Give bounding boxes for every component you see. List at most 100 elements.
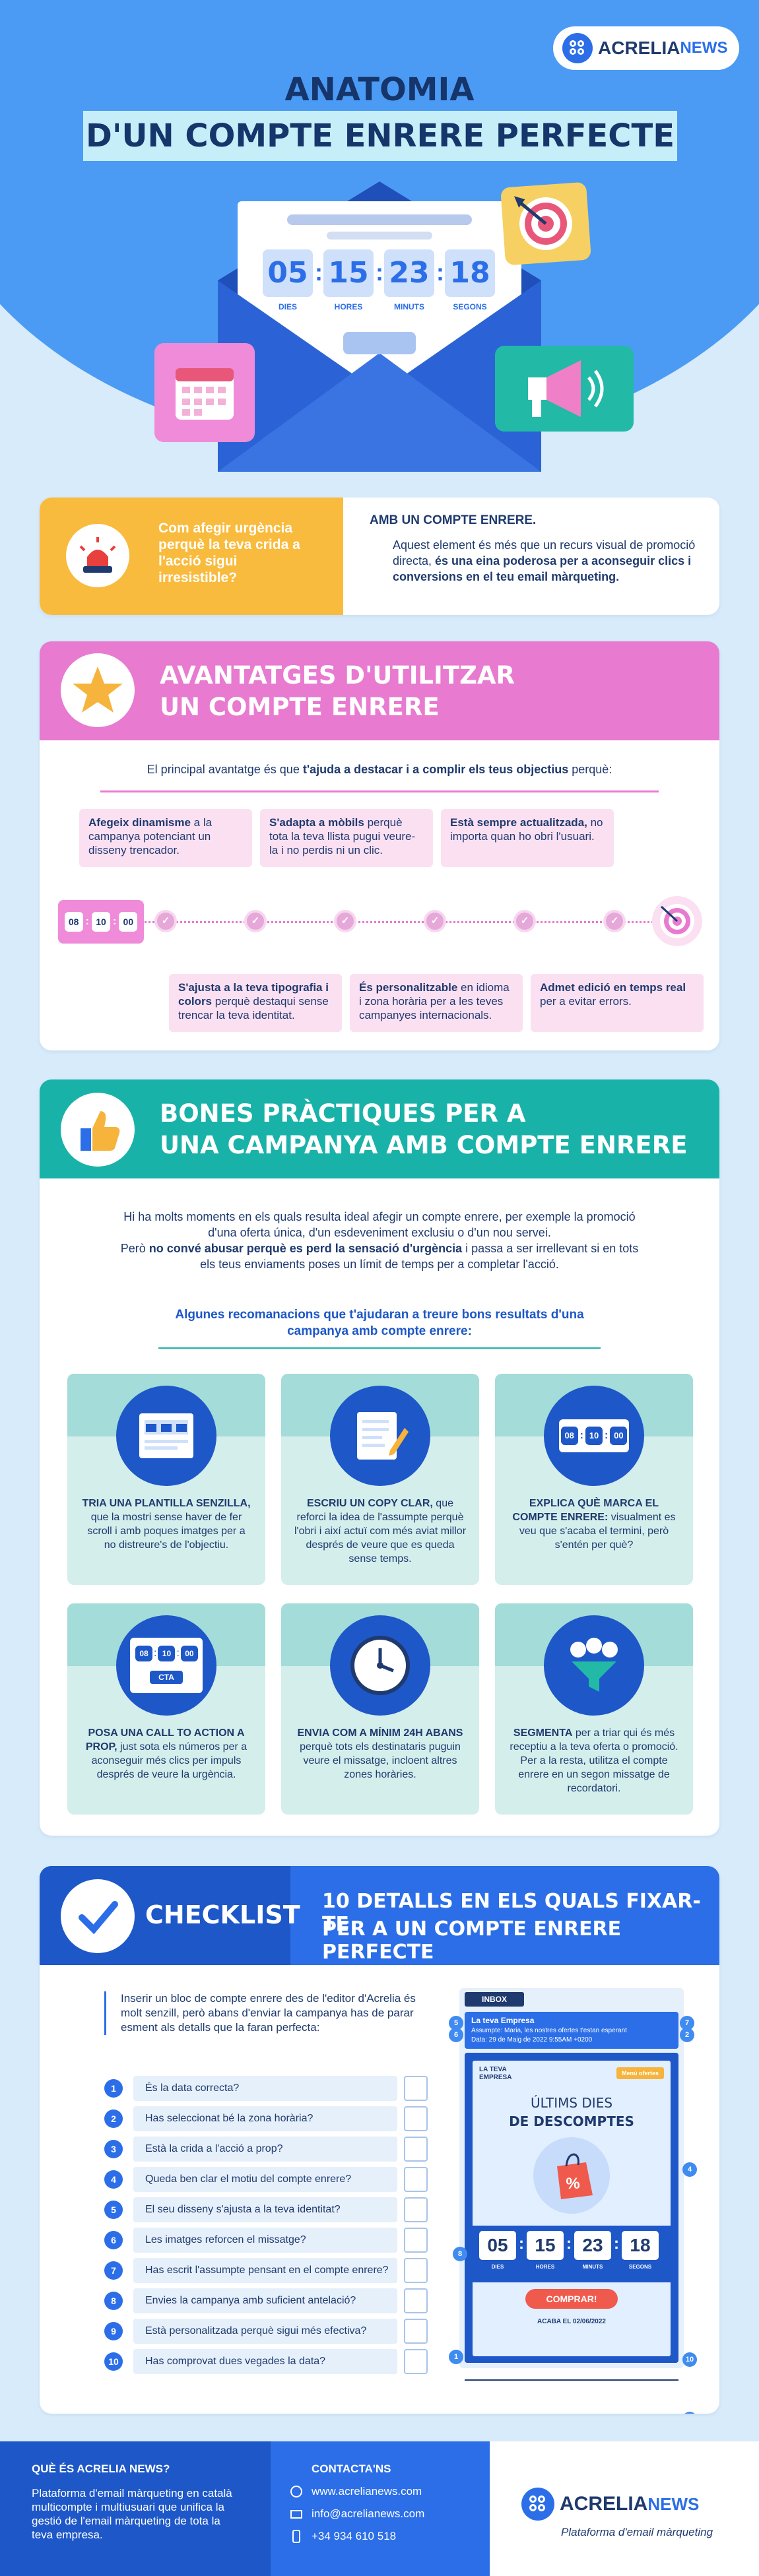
mock-countdown-label: MINUTS — [582, 2264, 603, 2270]
brand-logo: ACRELIA NEWS — [553, 26, 739, 70]
checklist-item-label: Envies la campanya amb suficient antelac… — [133, 2288, 397, 2313]
star-icon — [61, 653, 135, 727]
checklist-subtitle-1: 10 DETALLS EN ELS QUALS FIXAR-TE — [322, 1890, 701, 1936]
checklist-title: CHECKLIST — [145, 1900, 300, 1929]
practices-title-1: BONES PRÀCTIQUES PER A — [160, 1099, 526, 1128]
footer-about: QUÈ ÉS ACRELIA NEWS? Plataforma d'email … — [0, 2441, 271, 2576]
footer-email-link[interactable]: info@acrelianews.com — [290, 2507, 470, 2521]
megaphone-icon — [495, 346, 634, 432]
practices-header: BONES PRÀCTIQUES PER A UNA CAMPANYA AMB … — [40, 1079, 719, 1178]
annotation-pin: 1 — [449, 2350, 463, 2364]
footer-phone-link[interactable]: +34 934 610 518 — [290, 2530, 470, 2543]
countdown-separator: : — [315, 259, 323, 286]
checklist-item: 9 Està personalitzada perquè sigui més ef… — [104, 2319, 428, 2344]
intro-card: Com afegir urgència perquè la teva crida… — [40, 498, 719, 615]
timeline-check-icon: ✓ — [154, 910, 177, 932]
advantages-lead: El principal avantatge és que t'ajuda a … — [147, 763, 612, 776]
footer-web-link[interactable]: www.acrelianews.com — [290, 2485, 470, 2498]
checklist-number: 6 — [104, 2231, 123, 2249]
checklist-checkbox[interactable] — [404, 2228, 428, 2253]
mockup-width-marker — [465, 2379, 678, 2381]
tip-send-early: ENVIA COM A MÍNIM 24H ABANS perquè tots … — [281, 1603, 479, 1815]
email-title-1: ÚLTIMS DIES — [530, 2095, 613, 2111]
countdown-label: HORES — [334, 302, 363, 311]
advantages-header: AVANTATGES D'UTILITZAR UN COMPTE ENRERE — [40, 641, 719, 740]
globe-icon — [290, 2486, 302, 2497]
checklist-number: 9 — [104, 2322, 123, 2340]
advantage-bottom-3: Admet edició en temps real per a evitar … — [531, 974, 704, 1032]
phone-icon — [292, 2530, 300, 2543]
countdown-separator: : — [436, 259, 444, 286]
practices-divider — [158, 1347, 601, 1349]
checklist-checkbox[interactable] — [404, 2076, 428, 2101]
checklist-checkbox[interactable] — [404, 2167, 428, 2192]
check-icon — [61, 1879, 135, 1953]
checklist-checkbox[interactable] — [404, 2349, 428, 2374]
advantages-card: AVANTATGES D'UTILITZAR UN COMPTE ENRERE … — [40, 641, 719, 1050]
annotation-pin: 7 — [680, 2016, 694, 2030]
timeline-target-icon — [652, 896, 702, 946]
timeline-mini-timer: 08: 10: 00 — [58, 900, 144, 944]
email-ends: ACABA EL 02/06/2022 — [537, 2318, 606, 2325]
mock-countdown-separator: : — [566, 2235, 572, 2253]
checklist-item-label: És la data correcta? — [133, 2076, 397, 2101]
checklist-header: CHECKLIST 10 DETALLS EN ELS QUALS FIXAR-… — [40, 1866, 719, 1965]
email-nav-button[interactable]: Menú ofertes — [616, 2067, 664, 2079]
inbox-label: INBOX — [465, 1992, 524, 2007]
checklist-item-label: Està personalitzada perquè sigui més efe… — [133, 2319, 397, 2344]
countdown-label: DIES — [278, 302, 297, 311]
checklist-checkbox[interactable] — [404, 2258, 428, 2283]
checklist-item: 5 El seu disseny s'ajusta a la teva ident… — [104, 2197, 428, 2222]
timeline-check-icon: ✓ — [334, 910, 356, 932]
email-mockup: INBOX La teva Empresa Assumpte: Maria, l… — [449, 1988, 697, 2414]
tip-segment: SEGMENTA per a triar qui és més receptiu… — [495, 1603, 693, 1815]
checklist-checkbox[interactable] — [404, 2197, 428, 2222]
mock-countdown-value: 18 — [622, 2231, 659, 2260]
checklist-subtitle-2: PER A UN COMPTE ENRERE PERFECTE — [322, 1917, 622, 1964]
checklist-number: 10 — [104, 2352, 123, 2371]
footer: QUÈ ÉS ACRELIA NEWS? Plataforma d'email … — [0, 2441, 759, 2576]
checklist-checkbox[interactable] — [404, 2137, 428, 2162]
intro-text: Aquest element és més que un recurs visu… — [393, 538, 696, 583]
checklist-number: 1 — [104, 2079, 123, 2098]
checklist-item-label: Has escrit l'assumpte pensant en el comp… — [133, 2258, 397, 2283]
checklist-checkbox[interactable] — [404, 2106, 428, 2131]
annotation-pin: 10 — [682, 2352, 697, 2367]
mail-icon — [290, 2509, 302, 2519]
timeline-check-icon: ✓ — [424, 910, 446, 932]
countdown-value: 15 — [323, 249, 374, 297]
countdown-value: 05 — [263, 249, 313, 297]
siren-icon — [66, 524, 129, 587]
checklist-item-label: El seu disseny s'ajusta a la teva identi… — [133, 2197, 397, 2222]
timeline-check-icon: ✓ — [513, 910, 536, 932]
footer-brand: ACRELIA NEWS — [521, 2488, 699, 2521]
email-title-2: DE DESCOMPTES — [509, 2113, 634, 2129]
intro-heading: AMB UN COMPTE ENRERE. — [370, 513, 537, 527]
mock-countdown-value: 05 — [479, 2231, 516, 2260]
mock-countdown-value: 23 — [574, 2231, 611, 2260]
checklist-checkbox[interactable] — [404, 2288, 428, 2313]
email-cta-button[interactable]: COMPRAR! — [525, 2289, 618, 2309]
countdown-label: SEGONS — [453, 302, 487, 311]
mock-countdown-separator: : — [614, 2235, 619, 2253]
logo-mark-icon — [562, 33, 593, 63]
page-subtitle: D'UN COMPTE ENRERE PERFECTE — [85, 117, 675, 154]
checklist-checkbox[interactable] — [404, 2319, 428, 2344]
tip-copy: ESCRIU UN COPY CLAR, que reforci la idea… — [281, 1374, 479, 1585]
advantage-top-1: Afegeix dinamisme a la campanya potencia… — [79, 809, 252, 867]
advantage-top-2: S'adapta a mòbils perquè tota la teva ll… — [260, 809, 433, 867]
email-header: La teva Empresa Assumpte: Maria, les nos… — [465, 2012, 678, 2049]
calendar-icon — [154, 343, 255, 442]
checklist-number: 5 — [104, 2201, 123, 2219]
timeline-check-icon: ✓ — [244, 910, 267, 932]
